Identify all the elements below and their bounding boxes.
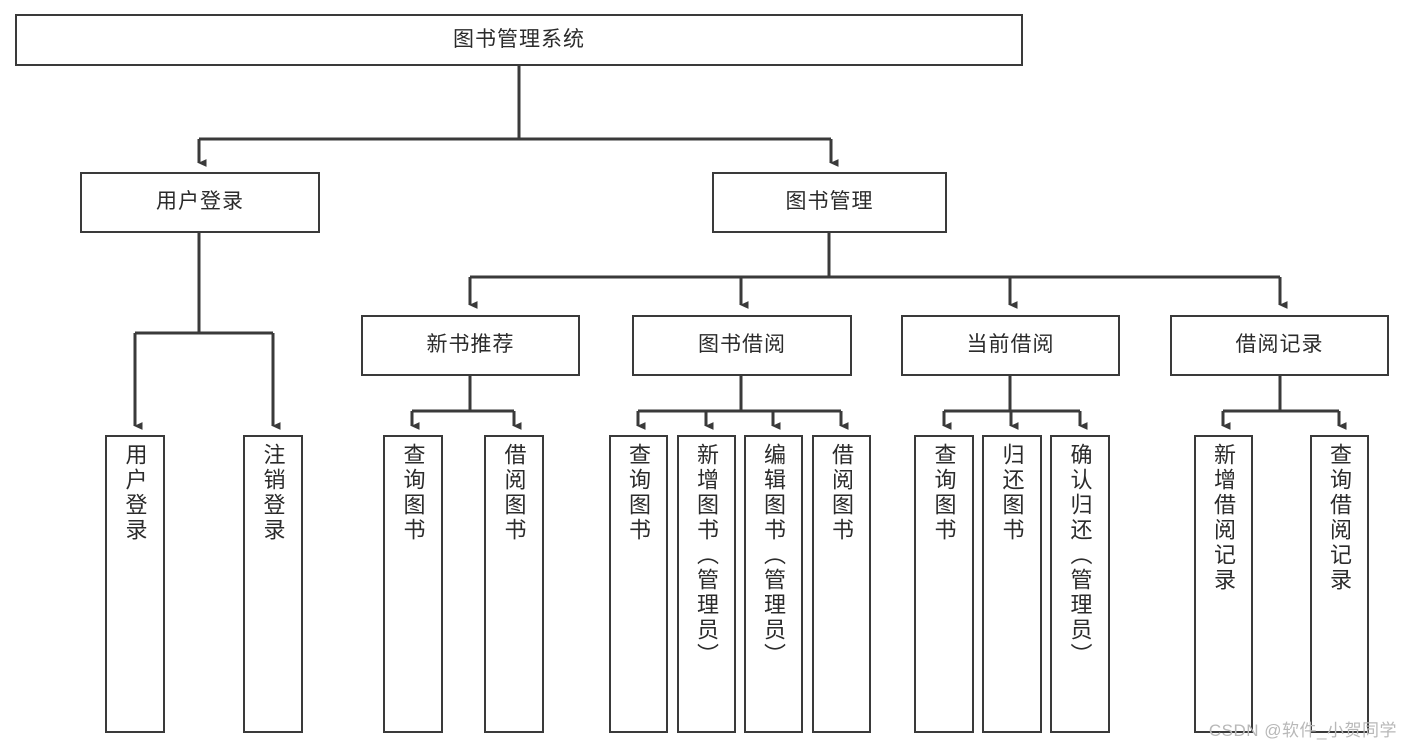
node-label: 新增图书（管理员） [694, 443, 720, 668]
leaf-new-book-borrow[interactable]: 借阅图书 [484, 435, 544, 733]
node-label: 借阅记录 [1235, 333, 1324, 357]
leaf-user-login-signout[interactable]: 注销登录 [243, 435, 303, 733]
leaf-borrow-record-query[interactable]: 查询借阅记录 [1310, 435, 1369, 733]
node-label: 新书推荐 [426, 333, 515, 357]
node-new-book-recommend[interactable]: 新书推荐 [361, 315, 580, 376]
node-label: 图书借阅 [698, 333, 786, 357]
node-label: 当前借阅 [966, 333, 1055, 357]
leaf-user-login-signin[interactable]: 用户登录 [105, 435, 165, 733]
leaf-current-borrow-confirm-return[interactable]: 确认归还（管理员） [1050, 435, 1110, 733]
node-root-system[interactable]: 图书管理系统 [15, 14, 1023, 66]
leaf-book-borrow-add[interactable]: 新增图书（管理员） [677, 435, 736, 733]
node-user-login[interactable]: 用户登录 [80, 172, 320, 233]
node-current-borrow[interactable]: 当前借阅 [901, 315, 1120, 376]
leaf-new-book-query[interactable]: 查询图书 [383, 435, 443, 733]
node-label: 归还图书 [999, 443, 1025, 543]
leaf-current-borrow-return[interactable]: 归还图书 [982, 435, 1042, 733]
watermark-text: CSDN @软件_小贺同学 [1208, 721, 1397, 740]
node-label: 新增借阅记录 [1211, 443, 1237, 593]
leaf-book-borrow-borrow[interactable]: 借阅图书 [812, 435, 871, 733]
node-label: 查询图书 [400, 443, 426, 543]
node-label: 查询图书 [931, 443, 957, 543]
leaf-book-borrow-edit[interactable]: 编辑图书（管理员） [744, 435, 803, 733]
leaf-book-borrow-query[interactable]: 查询图书 [609, 435, 668, 733]
leaf-borrow-record-add[interactable]: 新增借阅记录 [1194, 435, 1253, 733]
node-label: 借阅图书 [501, 443, 527, 543]
node-borrow-record[interactable]: 借阅记录 [1170, 315, 1389, 376]
node-label: 用户登录 [122, 443, 148, 543]
node-label: 查询图书 [626, 443, 652, 543]
node-label: 用户登录 [156, 190, 244, 214]
node-label: 查询借阅记录 [1327, 443, 1353, 593]
node-book-borrow[interactable]: 图书借阅 [632, 315, 852, 376]
node-label: 编辑图书（管理员） [761, 443, 787, 668]
leaf-current-borrow-query[interactable]: 查询图书 [914, 435, 974, 733]
node-label: 注销登录 [260, 443, 286, 543]
node-label: 借阅图书 [829, 443, 855, 543]
node-label: 确认归还（管理员） [1067, 443, 1093, 668]
node-label: 图书管理系统 [453, 27, 585, 51]
node-label: 图书管理 [785, 190, 874, 214]
node-book-management[interactable]: 图书管理 [712, 172, 947, 233]
